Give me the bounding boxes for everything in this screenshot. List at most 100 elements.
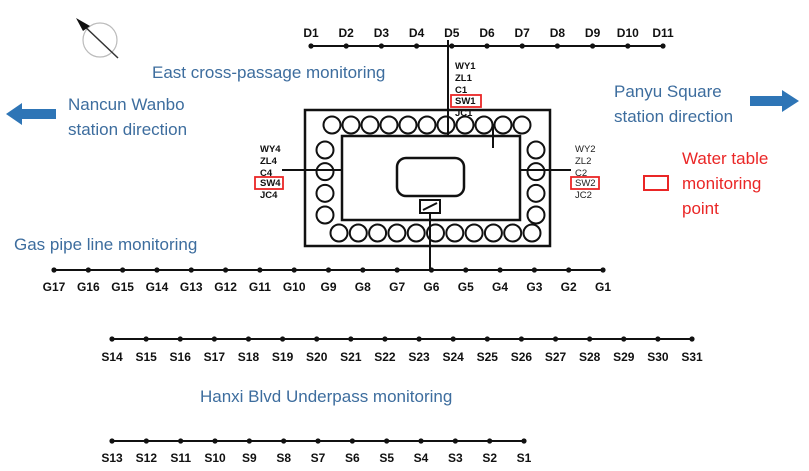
monitoring-point <box>449 43 455 49</box>
monitoring-point-label: S7 <box>311 451 326 465</box>
pile <box>368 223 388 243</box>
monitoring-point-label: G13 <box>180 280 203 294</box>
monitoring-point-label: D7 <box>515 26 531 40</box>
monitoring-point <box>450 336 456 342</box>
pile <box>445 223 465 243</box>
monitoring-point-label: D5 <box>444 26 460 40</box>
monitoring-point-label: S31 <box>681 350 703 364</box>
pile <box>526 140 546 160</box>
north-arrow-icon <box>76 18 119 59</box>
water-table-legend-box <box>643 175 669 191</box>
pile <box>341 115 361 135</box>
monitoring-point-label: G12 <box>214 280 237 294</box>
monitoring-point <box>222 267 229 273</box>
monitoring-point <box>245 336 252 342</box>
monitoring-point <box>85 267 91 273</box>
monitoring-point <box>518 336 525 342</box>
monitoring-point-label: S5 <box>379 451 394 465</box>
monitoring-point-label: S29 <box>613 350 635 364</box>
monitoring-point <box>281 438 287 444</box>
pile <box>315 183 335 203</box>
monitoring-point-label: D9 <box>585 26 601 40</box>
pile <box>315 140 335 160</box>
point-label: JC1 <box>455 108 473 119</box>
monitoring-point <box>177 336 183 342</box>
monitoring-point-label: G3 <box>526 280 542 294</box>
monitoring-point <box>463 267 469 273</box>
monitoring-point <box>587 336 593 342</box>
pile <box>329 223 349 243</box>
monitoring-point-label: S23 <box>408 350 430 364</box>
monitoring-point <box>621 336 627 342</box>
monitoring-point <box>519 43 525 49</box>
monitoring-point-label: G17 <box>43 280 66 294</box>
pile <box>387 223 407 243</box>
point-label: ZL1 <box>455 73 473 84</box>
monitoring-point <box>600 267 606 273</box>
monitoring-point <box>188 267 194 273</box>
monitoring-point <box>428 267 435 273</box>
monitoring-point-label: S28 <box>579 350 601 364</box>
monitoring-point <box>325 267 332 273</box>
monitoring-point-label: S26 <box>511 350 533 364</box>
monitoring-point-label: G11 <box>249 280 271 294</box>
pile <box>455 115 475 135</box>
monitoring-point-label: G10 <box>283 280 306 294</box>
monitoring-point <box>521 438 527 444</box>
monitoring-point-label: G16 <box>77 280 100 294</box>
monitoring-point <box>378 43 384 49</box>
monitoring-point-label: D10 <box>617 26 639 40</box>
pile <box>379 115 399 135</box>
monitoring-point-label: S17 <box>204 350 226 364</box>
monitoring-point-label: G9 <box>320 280 336 294</box>
monitoring-point <box>689 336 695 342</box>
monitoring-point-label: S20 <box>306 350 328 364</box>
monitoring-point <box>625 43 631 49</box>
pile <box>464 223 484 243</box>
monitoring-point <box>394 267 400 273</box>
monitoring-point <box>360 267 366 273</box>
monitoring-point <box>246 438 252 444</box>
monitoring-point <box>414 43 420 49</box>
pile <box>493 115 513 135</box>
monitoring-point <box>120 267 126 273</box>
point-label: ZL4 <box>260 156 278 167</box>
monitoring-point-label: S4 <box>414 451 429 465</box>
point-label: C4 <box>260 168 273 179</box>
monitoring-point <box>418 438 424 444</box>
east-passage-label: East cross-passage monitoring <box>152 63 385 82</box>
monitoring-point <box>109 336 115 342</box>
point-label: WY2 <box>575 144 596 155</box>
monitoring-point <box>554 43 561 49</box>
monitoring-point-label: G5 <box>458 280 474 294</box>
monitoring-point-label: G8 <box>355 280 371 294</box>
monitoring-point <box>552 336 559 342</box>
station-structure <box>303 108 552 248</box>
monitoring-point-label: D11 <box>652 26 674 40</box>
monitoring-point-label: G15 <box>111 280 134 294</box>
pile <box>417 115 437 135</box>
left-direction-label-2: station direction <box>68 120 187 139</box>
monitoring-point <box>314 336 320 342</box>
pile <box>436 115 456 135</box>
monitoring-point-label: S9 <box>242 451 257 465</box>
monitoring-point-label: S10 <box>204 451 226 465</box>
monitoring-point-label: S15 <box>135 350 157 364</box>
monitoring-point-label: S27 <box>545 350 567 364</box>
monitoring-point <box>109 438 115 444</box>
underpass-label: Hanxi Blvd Underpass monitoring <box>200 387 452 406</box>
right-direction-label-2: station direction <box>614 107 733 126</box>
monitoring-point <box>382 336 388 342</box>
monitoring-point-label: S30 <box>647 350 669 364</box>
monitoring-point-label: S22 <box>374 350 396 364</box>
pile <box>315 205 335 225</box>
monitoring-point-label: D6 <box>479 26 495 40</box>
pile <box>474 115 494 135</box>
monitoring-point-label: G2 <box>561 280 577 294</box>
point-label: SW4 <box>260 178 281 189</box>
pile <box>426 223 445 243</box>
pile <box>315 162 335 182</box>
point-label: SW1 <box>455 96 476 107</box>
